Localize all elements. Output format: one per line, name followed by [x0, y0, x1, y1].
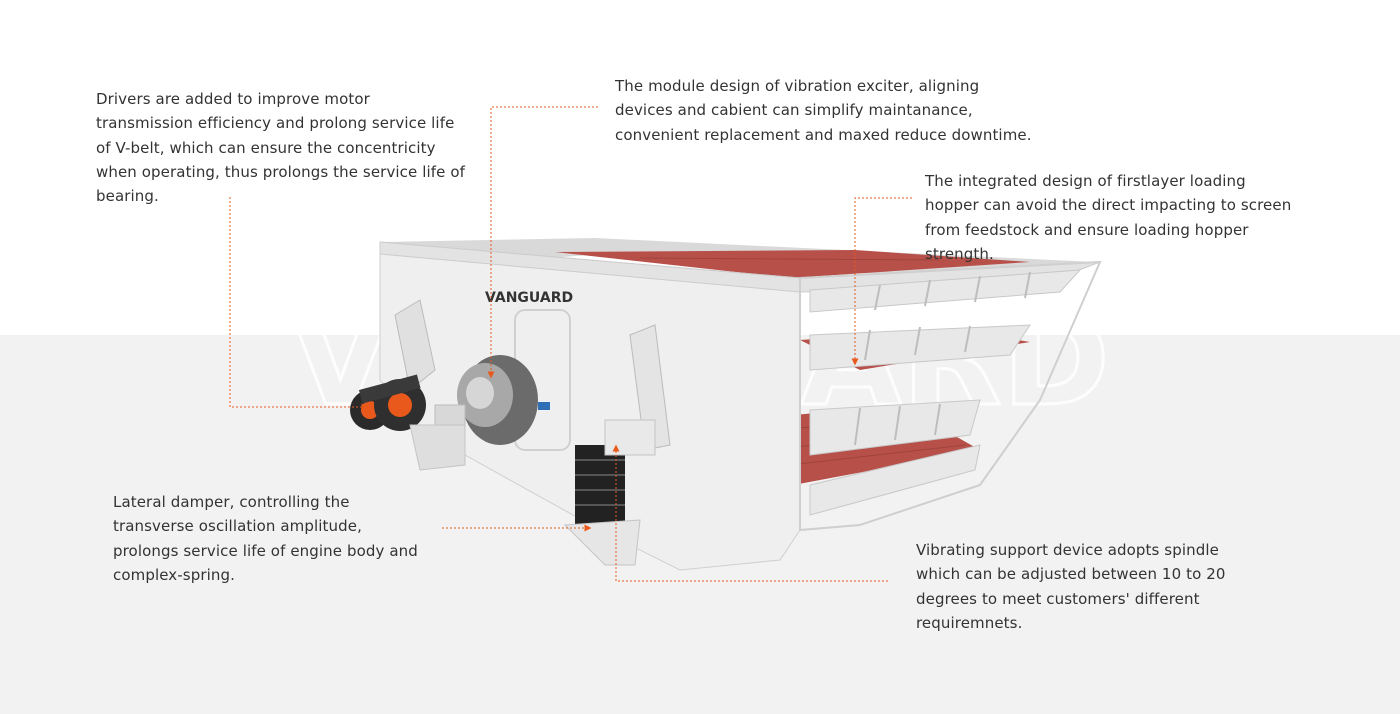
annotation-lateral-damper: Lateral damper, controlling the transver… — [113, 493, 418, 584]
annotation-drivers: Drivers are added to improve motor trans… — [96, 90, 466, 206]
machine-logo: VANGUARD — [485, 290, 573, 306]
annotation-module-design: The module design of vibration exciter, … — [615, 77, 1032, 144]
vibrating-screen-machine: VANGUARD — [350, 238, 1102, 571]
annotation-loading-hopper: The integrated design of firstlayer load… — [925, 172, 1292, 263]
drive-pulleys — [350, 374, 426, 431]
annotation-vibrating-support: Vibrating support device adopts spindle … — [916, 541, 1226, 632]
